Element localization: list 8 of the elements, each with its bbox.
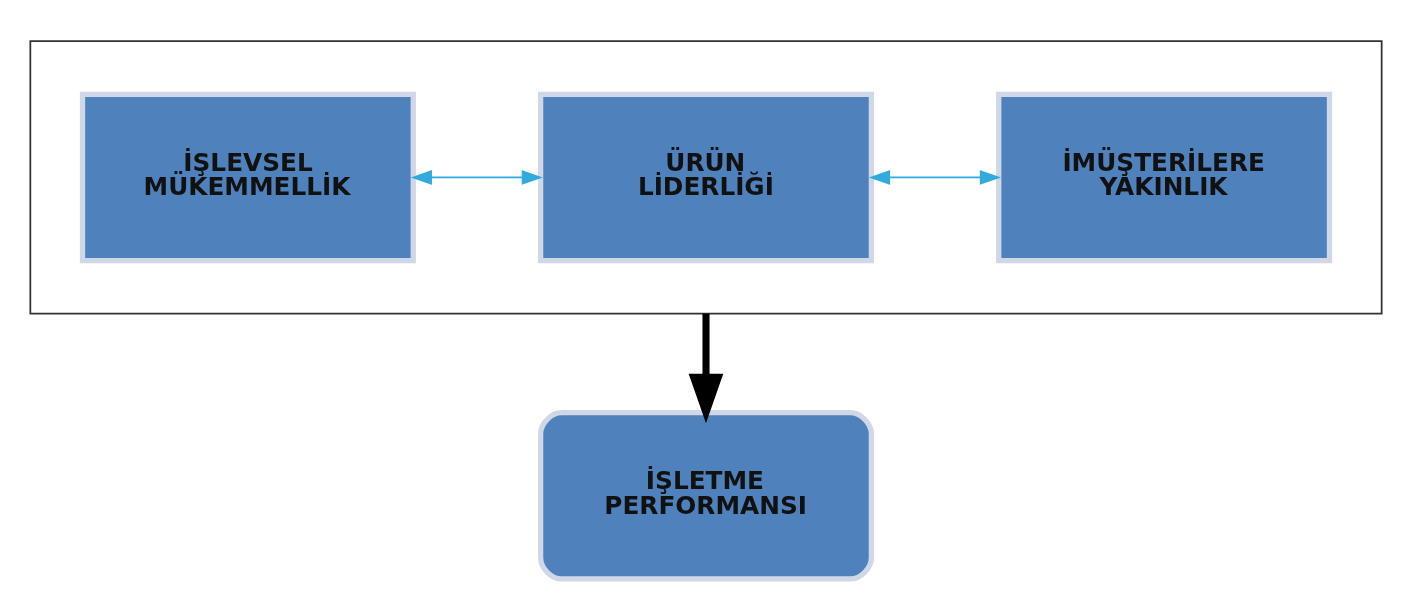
node-box: ÜRÜN LİDERLİĞİ [537, 91, 875, 264]
node-box: İŞLETME PERFORMANSI [537, 410, 875, 582]
node-box: İŞLEVSEL MÜKEMMELLİK [79, 91, 416, 264]
arrow [688, 313, 724, 424]
cluster [29, 40, 1383, 315]
node-box: İMÜŞTERİLERE YAKINLIK [996, 91, 1333, 264]
arrow [410, 170, 543, 185]
arrow [868, 170, 1002, 185]
